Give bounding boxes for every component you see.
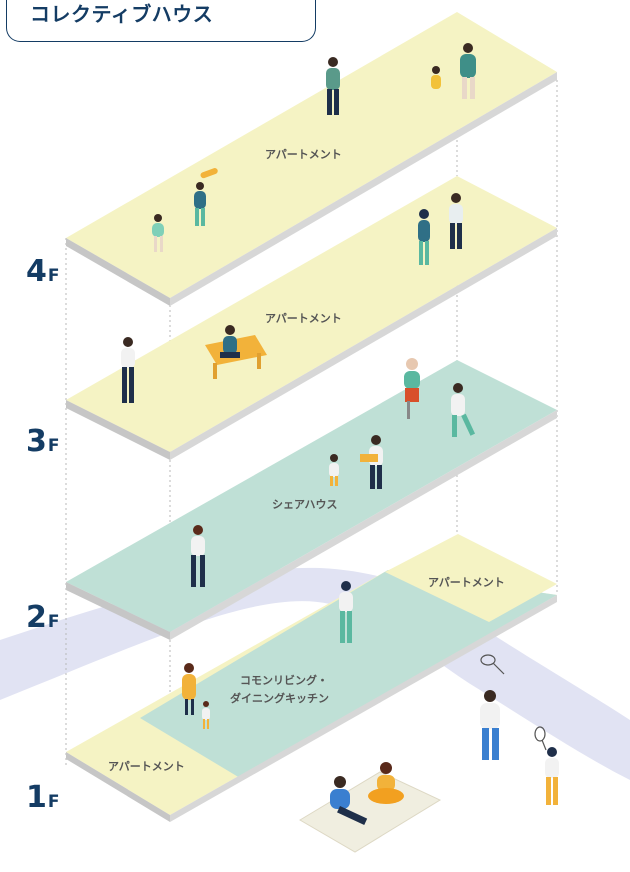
person-icon bbox=[418, 209, 430, 265]
person-icon bbox=[202, 701, 210, 729]
floor-3-slab bbox=[66, 176, 557, 460]
person-icon bbox=[431, 66, 441, 89]
floor-number: 2 bbox=[26, 600, 47, 635]
person-icon bbox=[326, 57, 340, 115]
floor-unit: F bbox=[47, 612, 60, 632]
person-icon bbox=[545, 747, 559, 805]
person-icon bbox=[182, 663, 196, 715]
person-icon bbox=[480, 690, 500, 760]
person-icon bbox=[460, 43, 476, 99]
person-icon bbox=[121, 337, 135, 403]
picnic-blanket bbox=[299, 771, 442, 853]
floor-label-4f: 4F bbox=[26, 254, 60, 289]
person-icon bbox=[339, 581, 353, 643]
floor-1-slab bbox=[66, 534, 557, 822]
person-icon bbox=[360, 435, 383, 489]
floor-number: 3 bbox=[26, 424, 47, 459]
label-apartment-2f-right: アパートメント bbox=[428, 576, 505, 589]
label-apartment-4f: アパートメント bbox=[265, 312, 342, 325]
person-icon bbox=[368, 762, 404, 804]
floor-unit: F bbox=[47, 266, 60, 286]
floor-unit: F bbox=[47, 436, 60, 456]
floor-unit: F bbox=[47, 792, 60, 812]
label-share-house: シェアハウス bbox=[272, 498, 338, 511]
person-icon bbox=[451, 383, 476, 437]
racket-icon bbox=[534, 726, 547, 751]
floor-label-2f: 2F bbox=[26, 600, 60, 635]
floor-number: 1 bbox=[26, 780, 47, 815]
person-icon bbox=[152, 214, 164, 252]
label-common-line1: コモンリビング・ bbox=[240, 673, 328, 687]
person-icon bbox=[449, 193, 463, 249]
label-common-line2: ダイニングキッチン bbox=[230, 691, 329, 705]
person-icon bbox=[329, 454, 339, 486]
page-title: コレクティブハウス bbox=[30, 2, 214, 26]
person-figures bbox=[121, 43, 559, 826]
floor-2-slab bbox=[66, 360, 557, 640]
label-apartment-top: アパートメント bbox=[265, 148, 342, 161]
person-icon bbox=[191, 525, 205, 587]
person-icon bbox=[220, 325, 240, 358]
person-icon bbox=[194, 168, 218, 226]
floor-number: 4 bbox=[26, 254, 47, 289]
title-box bbox=[6, 0, 316, 42]
person-icon bbox=[330, 776, 368, 826]
label-apartment-1f-left: アパートメント bbox=[108, 760, 185, 773]
floor-label-3f: 3F bbox=[26, 424, 60, 459]
person-icon bbox=[404, 358, 420, 419]
floor-label-1f: 1F bbox=[26, 780, 60, 815]
racket-icon bbox=[480, 654, 505, 675]
